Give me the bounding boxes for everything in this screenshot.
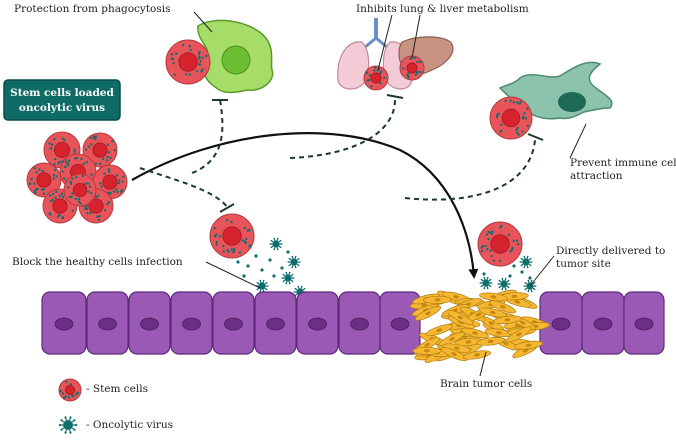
- tumor-cell: [479, 292, 508, 302]
- tumor-cell: [441, 347, 468, 362]
- healthy-cell: [338, 291, 381, 355]
- tissue-layer: [41, 289, 665, 363]
- stem-cell: [26, 162, 62, 198]
- inhibit-line-healthy: [139, 167, 229, 209]
- stem-cell-liver: [399, 55, 425, 81]
- stem-cell-phagocytosis: [165, 39, 211, 85]
- title-box: Stem cells loaded oncolytic virus: [3, 79, 121, 121]
- tumor-cell-mass: [409, 289, 550, 363]
- legend-stem-cells: - Stem cells: [86, 383, 148, 395]
- stem-cell-tumor: [477, 221, 523, 267]
- released-viruses: [236, 237, 537, 299]
- leader-lung: [377, 14, 393, 71]
- label-tumor-site-1: Directly delivered to: [556, 245, 665, 257]
- tumor-cell: [506, 326, 532, 343]
- healthy-cell: [170, 291, 213, 355]
- tumor-cell: [423, 295, 452, 304]
- stem-cell: [399, 55, 425, 81]
- healthy-cell: [254, 291, 297, 355]
- virus-particle: [255, 279, 269, 293]
- stem-cell-healthy: [209, 213, 255, 259]
- stem-cell: [82, 132, 118, 168]
- label-brain-tumor: Brain tumor cells: [440, 378, 532, 390]
- stem-cell: [489, 96, 533, 140]
- healthy-cell: [212, 291, 255, 355]
- stem-cell: [363, 65, 389, 91]
- leader-brain-tumor: [479, 351, 487, 377]
- leader-healthy: [205, 261, 261, 289]
- stem-cell-legend: [58, 378, 82, 402]
- inhibit-line-immune: [404, 139, 536, 201]
- stem-cell-cluster: [26, 131, 128, 224]
- label-immune-1: Prevent immune cells: [570, 157, 676, 169]
- virus-particle: [497, 277, 511, 291]
- legend-stem-cell-icon: [58, 378, 82, 402]
- inhibit-line-phagocytosis: [191, 99, 224, 174]
- label-healthy: Block the healthy cells infection: [12, 256, 183, 268]
- virus-legend: [58, 416, 78, 434]
- stem-cell: [165, 39, 211, 85]
- leader-immune: [569, 123, 587, 159]
- healthy-cell: [581, 291, 625, 355]
- inhibition-lines: [139, 99, 536, 209]
- virus-particle: [269, 237, 283, 251]
- stem-cell: [43, 131, 81, 169]
- healthy-cell: [379, 291, 421, 355]
- tumor-cell: [478, 307, 507, 318]
- tumor-cell: [425, 324, 453, 337]
- virus-particle: [287, 255, 301, 269]
- label-tumor-site-2: tumor site: [556, 258, 611, 270]
- virus-particle: [281, 271, 295, 285]
- healthy-cell: [623, 291, 665, 355]
- stem-cell: [63, 173, 97, 207]
- virus-particle: [519, 255, 533, 269]
- leader-phagocytosis: [193, 11, 213, 33]
- tumor-cell: [493, 315, 522, 325]
- healthy-cell: [128, 291, 171, 355]
- legend: - Stem cells - Oncolytic virus: [58, 378, 173, 434]
- title-line-2: oncolytic virus: [19, 102, 105, 114]
- tumor-cell: [415, 305, 442, 321]
- legend-oncolytic-virus: - Oncolytic virus: [86, 419, 173, 431]
- tumor-cell: [476, 337, 505, 346]
- stem-cell-lung: [363, 65, 389, 91]
- tumor-cell: [489, 300, 517, 314]
- delivery-arrow: [131, 132, 479, 279]
- leader-tumor-site: [529, 255, 555, 287]
- inhibit-line-lung-liver: [289, 99, 396, 159]
- title-line-1: Stem cells loaded: [10, 87, 114, 99]
- legend-virus-icon: [58, 416, 78, 434]
- healthy-cell: [86, 291, 129, 355]
- tumor-cell: [447, 310, 474, 325]
- virus-particle: [479, 276, 493, 290]
- healthy-cell: [41, 291, 87, 355]
- stem-cell-immune: [489, 96, 533, 140]
- tumor-cell: [412, 346, 442, 355]
- tumor-cell: [462, 350, 492, 360]
- inhibition-bars: [212, 94, 544, 213]
- healthy-cell: [296, 291, 339, 355]
- tumor-cell: [461, 327, 489, 339]
- tumor-cell: [514, 340, 543, 350]
- stem-cell: [477, 221, 523, 267]
- leader-liver: [411, 14, 421, 59]
- label-phagocytosis: Protection from phagocytosis: [14, 3, 171, 15]
- label-lung-liver: Inhibits lung & liver metabolism: [356, 3, 529, 15]
- stem-cell: [209, 213, 255, 259]
- tumor-cell: [484, 328, 514, 337]
- label-immune-2: attraction: [570, 170, 623, 182]
